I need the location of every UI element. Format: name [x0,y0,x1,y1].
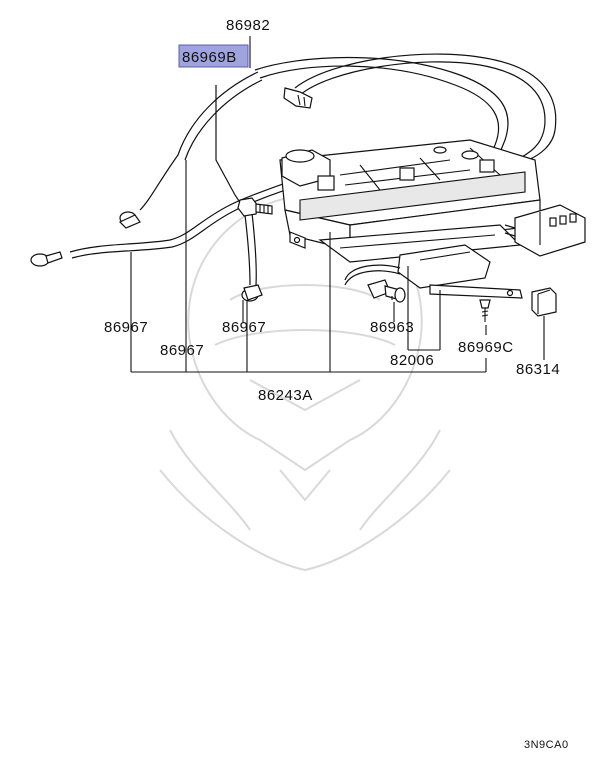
label-86982[interactable]: 86982 [226,17,270,34]
label-86969b[interactable]: 86969B [182,49,237,66]
right-connector-plug [504,204,586,257]
cable-bundle [69,53,557,286]
label-86967-mid[interactable]: 86967 [222,319,266,336]
left-cable-clip [118,211,141,229]
center-bolt-clip [237,197,273,217]
label-82006[interactable]: 82006 [390,352,434,369]
bulb-socket [367,279,406,303]
knob-86314 [531,287,557,317]
resistor-unit [344,244,523,299]
highlight-86969b [178,44,249,68]
label-86969c[interactable]: 86969C [458,339,514,356]
heater-control-panel [279,139,541,263]
label-86243a[interactable]: 86243A [258,387,313,404]
screw-86969c [479,299,491,322]
diagram-code: 3N9CA0 [524,739,569,751]
center-lower-clip [241,284,263,302]
far-left-clip [30,251,63,267]
label-86967-center[interactable]: 86967 [160,342,204,359]
label-86314[interactable]: 86314 [516,361,560,378]
leader-lines [130,36,545,373]
label-86963[interactable]: 86963 [370,319,414,336]
cable-end-connector [283,87,313,109]
label-86967-left[interactable]: 86967 [104,319,148,336]
